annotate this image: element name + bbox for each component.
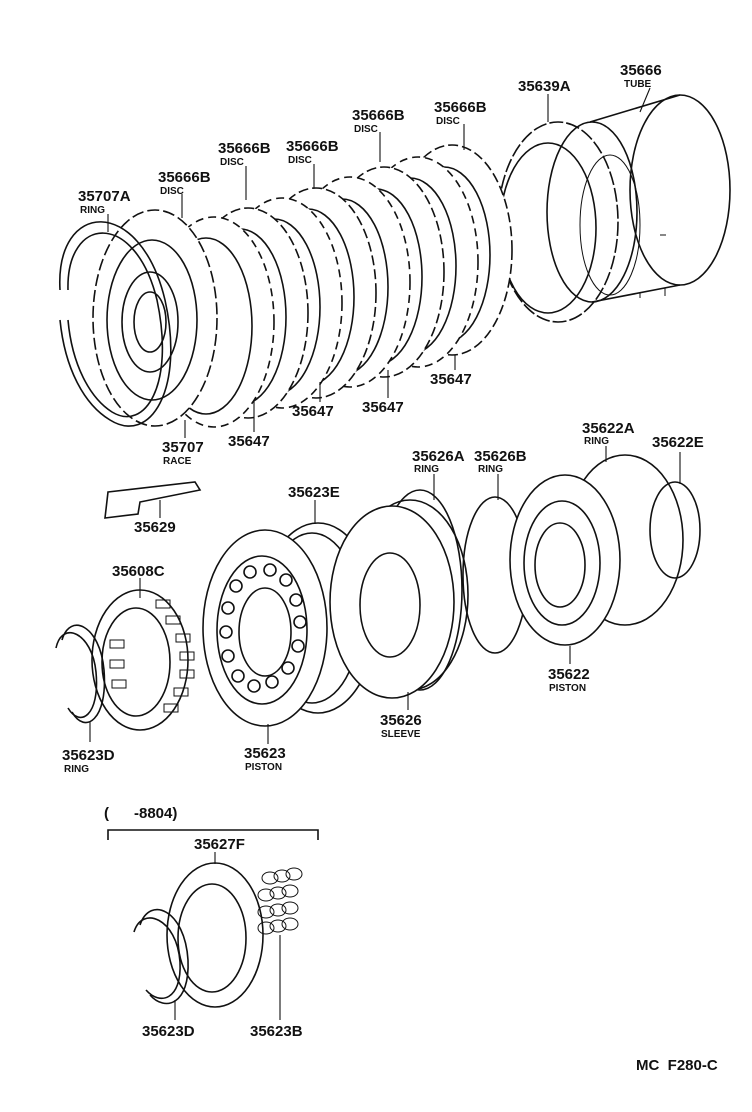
label-35623d: 35623D xyxy=(62,747,115,764)
label-35623d-inset: 35623D xyxy=(142,1023,195,1040)
springs-35623b xyxy=(257,867,303,935)
ring-35623d-lower xyxy=(133,908,189,1005)
label-35608c: 35608C xyxy=(112,563,165,580)
label-tube: TUBE xyxy=(624,79,652,90)
label-35629: 35629 xyxy=(134,519,176,536)
label-disc-2: DISC xyxy=(220,157,244,168)
label-ring-35623d: RING xyxy=(64,764,89,775)
label-35666b-5: 35666B xyxy=(434,99,487,116)
label-piston-35623: PISTON xyxy=(245,762,282,773)
label-35666b-4: 35666B xyxy=(352,107,405,124)
spring-retainer-35627f xyxy=(166,862,264,1008)
label-race: RACE xyxy=(163,456,192,467)
label-35623: 35623 xyxy=(244,745,286,762)
label-35666b-1: 35666B xyxy=(158,169,211,186)
label-35626a: 35626A xyxy=(412,448,465,465)
label-disc-4: DISC xyxy=(354,124,378,135)
label-35622e: 35622E xyxy=(652,434,704,451)
label-disc-3: DISC xyxy=(288,155,312,166)
label-35627f: 35627F xyxy=(194,836,245,853)
label-35707: 35707 xyxy=(162,439,204,456)
label-35647-3: 35647 xyxy=(362,399,404,416)
label-35647-2: 35647 xyxy=(292,403,334,420)
label-35639a: 35639A xyxy=(518,78,571,95)
leader-lines xyxy=(89,87,681,1020)
label-ring-35622a: RING xyxy=(584,436,609,447)
label-35623b: 35623B xyxy=(250,1023,303,1040)
piston-35623 xyxy=(202,522,377,727)
ring-35623d-upper xyxy=(55,624,106,724)
sleeve-35626 xyxy=(329,489,469,699)
label-diagram-id: MC F280-C xyxy=(636,1057,718,1074)
part-labels: 35666 TUBE 35639A 35666B DISC 35666B DIS… xyxy=(62,62,718,1074)
inset-bracket xyxy=(107,829,319,840)
clip-35629 xyxy=(104,481,202,519)
label-35647-1: 35647 xyxy=(228,433,270,450)
label-piston-35622: PISTON xyxy=(549,683,586,694)
label-ring-35626a: RING xyxy=(414,464,439,475)
label-35666b-2: 35666B xyxy=(218,140,271,157)
label-35626: 35626 xyxy=(380,712,422,729)
label-disc-1: DISC xyxy=(160,186,184,197)
label-ring-35707a: RING xyxy=(80,205,105,216)
race-35707 xyxy=(92,209,218,427)
snap-ring-35707a xyxy=(59,221,172,427)
label-sleeve: SLEEVE xyxy=(381,729,421,740)
ring-35622e xyxy=(649,481,701,579)
label-ring-35626b: RING xyxy=(478,464,503,475)
label-35622: 35622 xyxy=(548,666,590,683)
label-35666: 35666 xyxy=(620,62,662,79)
spring-retainer-35608c xyxy=(91,589,195,731)
piston-35622 xyxy=(509,474,621,646)
label-date-range: ( -8804) xyxy=(104,805,177,822)
label-35622a: 35622A xyxy=(582,420,635,437)
label-35626b: 35626B xyxy=(474,448,527,465)
label-35666b-3: 35666B xyxy=(286,138,339,155)
label-35647-4: 35647 xyxy=(430,371,472,388)
tube-35666 xyxy=(546,94,731,303)
label-35707a: 35707A xyxy=(78,188,131,205)
label-disc-5: DISC xyxy=(436,116,460,127)
label-35623e: 35623E xyxy=(288,484,340,501)
